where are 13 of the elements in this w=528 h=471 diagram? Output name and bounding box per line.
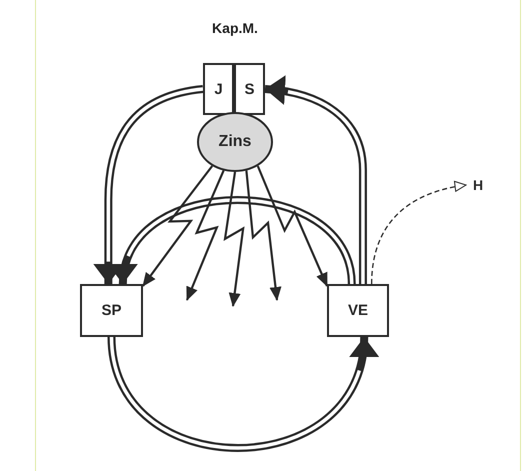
lightning-arrow — [224, 172, 245, 307]
lightning-arrow — [186, 170, 225, 301]
process-box: S — [234, 63, 265, 115]
lightning-arrow — [142, 165, 214, 287]
process-box: VE — [327, 284, 389, 337]
lightning-arrow — [245, 170, 282, 301]
ellipse-node: Zins — [197, 112, 273, 172]
lightning-arrow — [256, 166, 328, 287]
process-box: J — [203, 63, 234, 115]
dashed-arrow — [371, 181, 466, 284]
node-label: H — [468, 175, 488, 195]
diagram-title: Kap.M. — [211, 20, 259, 36]
process-box: SP — [80, 284, 143, 337]
